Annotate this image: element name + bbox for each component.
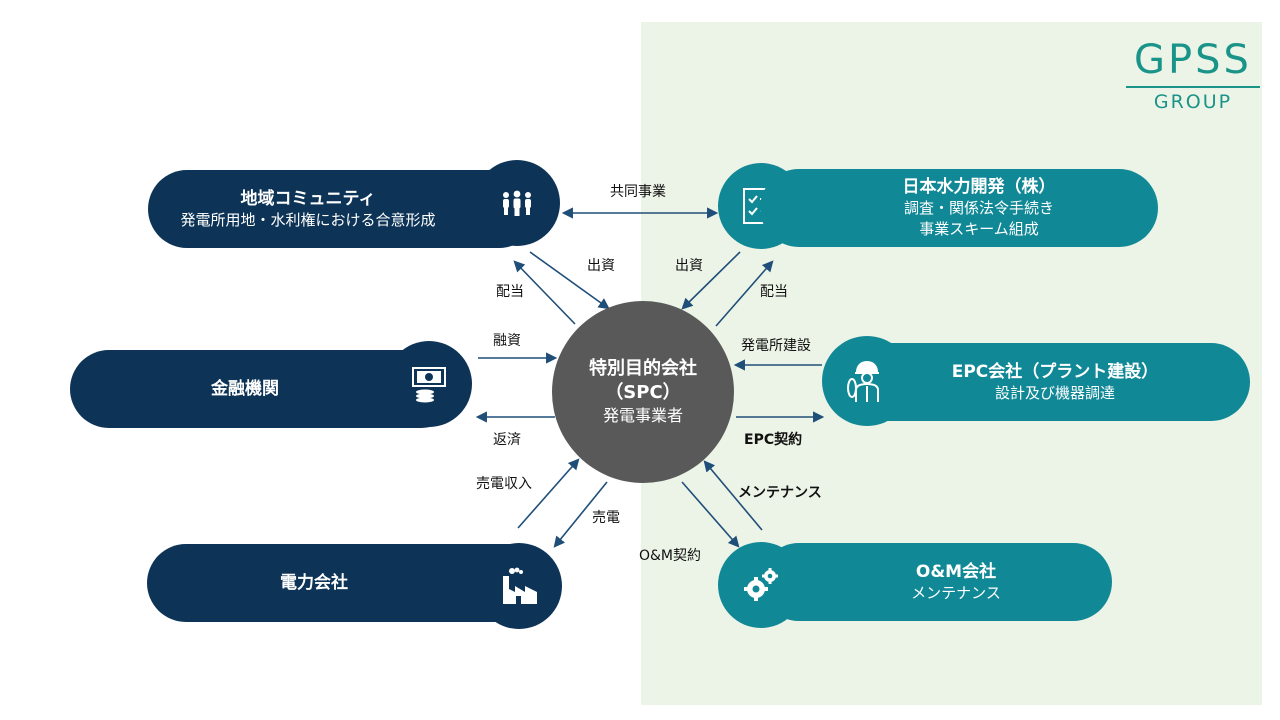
spc-abbrev: （SPC） xyxy=(605,382,681,403)
community-title: 地域コミュニティ xyxy=(240,188,376,209)
label-invest-right: 出資 xyxy=(675,258,703,274)
arrow-maintenance xyxy=(703,460,763,531)
community-icon-circle xyxy=(474,160,560,246)
epc-box: EPC会社（プラント建設） 設計及び機器調達 xyxy=(850,343,1250,421)
label-maintenance: メンテナンス xyxy=(738,485,822,501)
power-company-title: 電力会社 xyxy=(280,573,348,593)
gears-icon xyxy=(744,568,778,601)
label-joint: 共同事業 xyxy=(610,184,666,200)
logo-text-top: GPSS xyxy=(1134,37,1252,83)
epc-title: EPC会社（プラント建設） xyxy=(951,361,1159,382)
nippon-subtitle-2: 事業スキーム組成 xyxy=(919,220,1039,238)
nippon-box: 日本水力開発（株） 調査・関係法令手続き 事業スキーム組成 xyxy=(760,169,1158,247)
label-loan: 融資 xyxy=(493,333,521,349)
label-sales: 売電 xyxy=(592,510,620,526)
finance-icon-circle xyxy=(386,341,472,427)
spc-center-circle: 特別目的会社 （SPC） 発電事業者 xyxy=(552,301,734,483)
arrow-invest-right xyxy=(681,251,741,310)
nippon-title: 日本水力開発（株） xyxy=(902,177,1056,197)
engineer-icon xyxy=(847,360,879,402)
label-dividend-left: 配当 xyxy=(496,284,524,300)
om-icon-circle xyxy=(718,542,804,628)
gpss-logo: GPSS GROUP xyxy=(1120,38,1266,113)
epc-subtitle: 設計及び機器調達 xyxy=(994,383,1115,402)
arrow-invest-left xyxy=(529,251,610,310)
community-box: 地域コミュニティ 発電所用地・水利権における合意形成 xyxy=(148,170,538,248)
label-repay: 返済 xyxy=(493,432,521,448)
money-icon xyxy=(412,367,446,403)
people-icon xyxy=(503,190,531,216)
nippon-subtitle-1: 調査・関係法令手続き xyxy=(903,199,1054,217)
label-dividend-right: 配当 xyxy=(760,284,788,300)
factory-icon xyxy=(503,567,537,604)
label-om-contract: O&M契約 xyxy=(639,548,702,564)
label-epc-contract: EPC契約 xyxy=(744,432,803,448)
spc-title: 特別目的会社 xyxy=(589,358,697,379)
arrow-sales xyxy=(553,481,608,548)
finance-title: 金融機関 xyxy=(211,379,279,399)
om-subtitle: メンテナンス xyxy=(911,583,1001,602)
om-title: O&M会社 xyxy=(915,561,997,582)
epc-icon-circle xyxy=(822,336,912,426)
om-box: O&M会社 メンテナンス xyxy=(760,543,1112,621)
arrow-dividend-right xyxy=(715,260,774,327)
arrow-om-contract xyxy=(681,481,740,548)
logo-divider xyxy=(1126,86,1260,88)
power-icon-circle xyxy=(476,543,562,629)
label-sales-income: 売電収入 xyxy=(476,476,532,492)
community-subtitle: 発電所用地・水利権における合意形成 xyxy=(180,210,436,229)
arrow-sales-income xyxy=(517,458,580,529)
arrow-dividend-left xyxy=(513,260,576,325)
logo-text-bottom: GROUP xyxy=(1153,91,1233,113)
spc-subtitle: 発電事業者 xyxy=(602,406,683,425)
label-construction: 発電所建設 xyxy=(741,338,811,354)
label-invest-left: 出資 xyxy=(587,258,615,274)
